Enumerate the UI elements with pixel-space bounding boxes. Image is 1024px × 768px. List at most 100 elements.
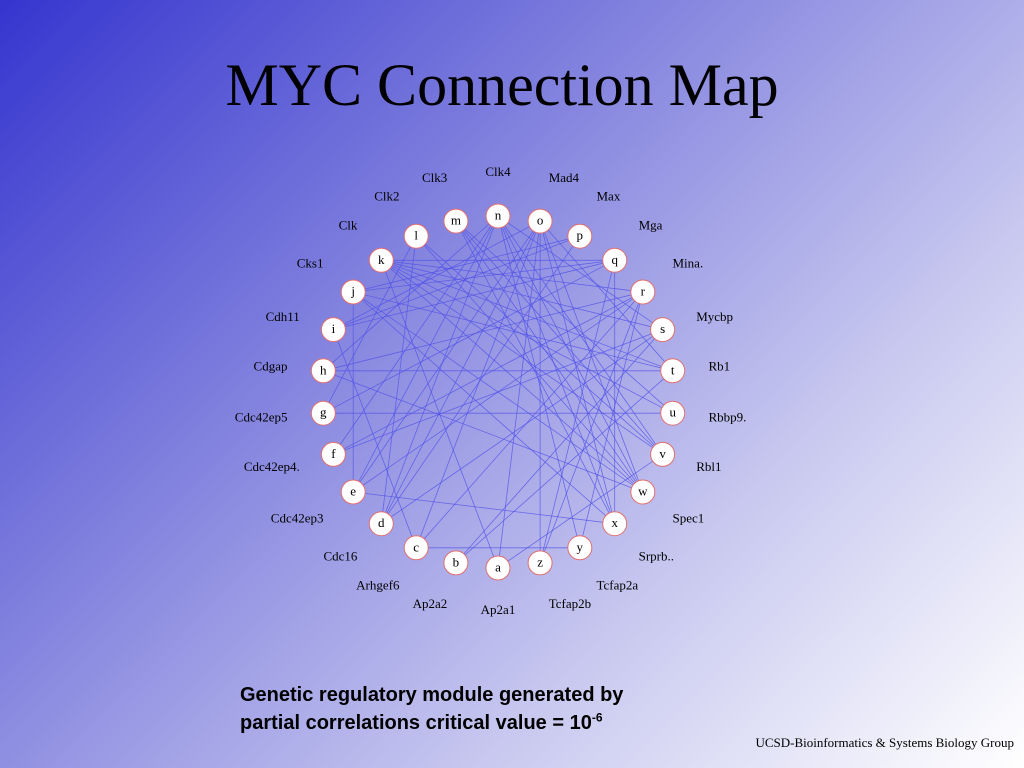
node-l: l xyxy=(403,223,429,249)
edge-m-u xyxy=(455,220,673,414)
node-circle-y xyxy=(567,535,593,561)
edge-w-o xyxy=(539,220,644,493)
node-letter-k: k xyxy=(378,252,385,267)
edge-n-h xyxy=(323,215,499,372)
node-o: o xyxy=(527,208,553,234)
node-letter-v: v xyxy=(659,446,666,461)
node-v: v xyxy=(650,441,676,467)
node-circle-l xyxy=(403,223,429,249)
edge-i-p xyxy=(333,235,580,330)
node-circle-p xyxy=(567,223,593,249)
gene-label-c: Arhgef6 xyxy=(356,578,400,593)
gene-label-a: Ap2a1 xyxy=(481,602,516,617)
node-circle-i xyxy=(320,317,346,343)
edge-i-q xyxy=(333,259,615,330)
node-h: h xyxy=(310,358,336,384)
edge-l-g xyxy=(322,236,417,414)
caption-line-1: Genetic regulatory module generated by xyxy=(240,684,624,706)
node-circle-v xyxy=(650,441,676,467)
node-b: b xyxy=(443,550,469,576)
caption-line-2-text: partial correlations critical value = 10 xyxy=(240,712,592,734)
edge-e-r xyxy=(352,291,644,493)
edge-o-t xyxy=(539,220,673,372)
edge-a-v xyxy=(497,454,663,569)
node-letter-l: l xyxy=(414,228,418,243)
gene-label-l: Clk2 xyxy=(374,188,399,203)
edge-e-x xyxy=(353,491,615,525)
node-circle-r xyxy=(630,279,656,305)
edge-j-t xyxy=(353,291,673,372)
edge-a-o xyxy=(497,221,541,569)
node-d: d xyxy=(368,511,394,537)
node-p: p xyxy=(567,223,593,249)
node-letter-c: c xyxy=(413,539,419,554)
node-s: s xyxy=(650,317,676,343)
node-letter-x: x xyxy=(611,515,618,530)
node-letter-t: t xyxy=(671,362,675,377)
gene-label-r: Mina. xyxy=(673,256,704,271)
node-circle-j xyxy=(340,279,366,305)
edge-n-d xyxy=(380,215,499,524)
labels-layer: Ap2a1Ap2a2Arhgef6Cdc16Cdc42ep3Cdc42ep4.C… xyxy=(235,164,747,617)
edge-k-t xyxy=(381,259,673,372)
edge-k-w xyxy=(381,260,644,493)
node-circle-t xyxy=(660,358,686,384)
node-k: k xyxy=(368,247,394,273)
node-t: t xyxy=(660,358,686,384)
node-circle-o xyxy=(527,208,553,234)
caption-exponent: -6 xyxy=(591,710,603,725)
node-j: j xyxy=(340,279,366,305)
edge-c-r xyxy=(415,291,644,549)
node-circle-b xyxy=(443,550,469,576)
node-letter-i: i xyxy=(332,321,336,336)
node-letter-y: y xyxy=(577,539,584,554)
node-letter-w: w xyxy=(638,484,648,499)
gene-label-z: Tcfap2b xyxy=(549,596,591,611)
gene-label-v: Rbl1 xyxy=(696,459,721,474)
edge-y-r xyxy=(579,291,644,548)
gene-label-w: Spec1 xyxy=(673,510,705,525)
node-f: f xyxy=(320,441,346,467)
node-w: w xyxy=(630,479,656,505)
gene-label-d: Cdc16 xyxy=(323,549,357,564)
edge-o-d xyxy=(380,220,541,524)
node-e: e xyxy=(340,479,366,505)
node-circle-n xyxy=(485,203,511,229)
gene-label-s: Mycbp xyxy=(696,309,733,324)
node-letter-f: f xyxy=(331,446,336,461)
edge-j-x xyxy=(352,291,615,524)
node-x: x xyxy=(602,511,628,537)
edge-j-q xyxy=(353,259,615,293)
gene-label-f: Cdc42ep4. xyxy=(244,459,300,474)
edge-j-p xyxy=(353,235,580,293)
node-q: q xyxy=(602,247,628,273)
node-circle-e xyxy=(340,479,366,505)
node-letter-o: o xyxy=(537,213,544,228)
edge-n-w xyxy=(497,215,644,493)
node-c: c xyxy=(403,535,429,561)
node-letter-q: q xyxy=(611,252,618,267)
node-letter-p: p xyxy=(577,228,584,243)
gene-label-n: Clk4 xyxy=(485,164,511,179)
node-circle-k xyxy=(368,247,394,273)
node-i: i xyxy=(320,317,346,343)
gene-label-e: Cdc42ep3 xyxy=(271,510,324,525)
edge-d-p xyxy=(380,235,581,524)
node-circle-x xyxy=(602,511,628,537)
node-circle-a xyxy=(485,555,511,581)
gene-label-h: Cdgap xyxy=(254,358,288,373)
node-g: g xyxy=(310,400,336,426)
gene-label-u: Rbbp9. xyxy=(709,410,747,425)
edge-k-u xyxy=(381,259,673,414)
node-a: a xyxy=(485,555,511,581)
edge-z-q xyxy=(539,260,616,563)
node-circle-w xyxy=(630,479,656,505)
node-letter-z: z xyxy=(537,554,543,569)
gene-label-q: Mga xyxy=(639,217,663,232)
edge-k-v xyxy=(381,259,663,455)
node-circle-m xyxy=(443,208,469,234)
edge-l-d xyxy=(380,236,417,524)
edge-v-n xyxy=(497,215,663,455)
node-y: y xyxy=(567,535,593,561)
